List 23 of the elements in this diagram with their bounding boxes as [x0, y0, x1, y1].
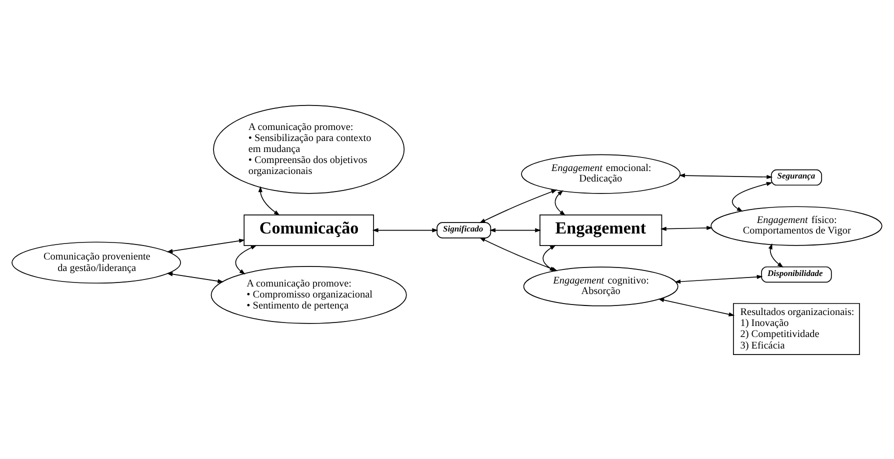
arrow — [542, 244, 556, 272]
arrow — [490, 228, 542, 232]
arrow — [674, 274, 763, 284]
node-box: Engagement — [540, 214, 662, 246]
arrow — [658, 298, 735, 316]
arrow — [372, 228, 438, 232]
arrow — [554, 190, 566, 216]
arrow — [479, 189, 558, 223]
arrow — [166, 238, 246, 253]
arrow — [258, 186, 280, 216]
arrow — [166, 272, 224, 283]
arrow — [660, 225, 713, 230]
node-ellipse: Comunicação proveniente da gestão/liderança — [12, 241, 182, 284]
node-box: Comunicação — [244, 214, 374, 246]
node-box: Disponibilidade — [761, 266, 832, 282]
node-box: Resultados organizacionais: 1) Inovação 2) Competitividade 3) Eficácia — [733, 302, 860, 355]
arrow — [768, 242, 784, 268]
arrow — [732, 181, 772, 212]
node-ellipse: A comunicação promove: • Compromisso organizacional • Sentimento de pertença — [210, 266, 407, 324]
node-box: Significado — [436, 222, 492, 238]
node-box: Segurança — [770, 168, 822, 186]
arrow — [679, 172, 773, 179]
arrow — [235, 244, 257, 274]
